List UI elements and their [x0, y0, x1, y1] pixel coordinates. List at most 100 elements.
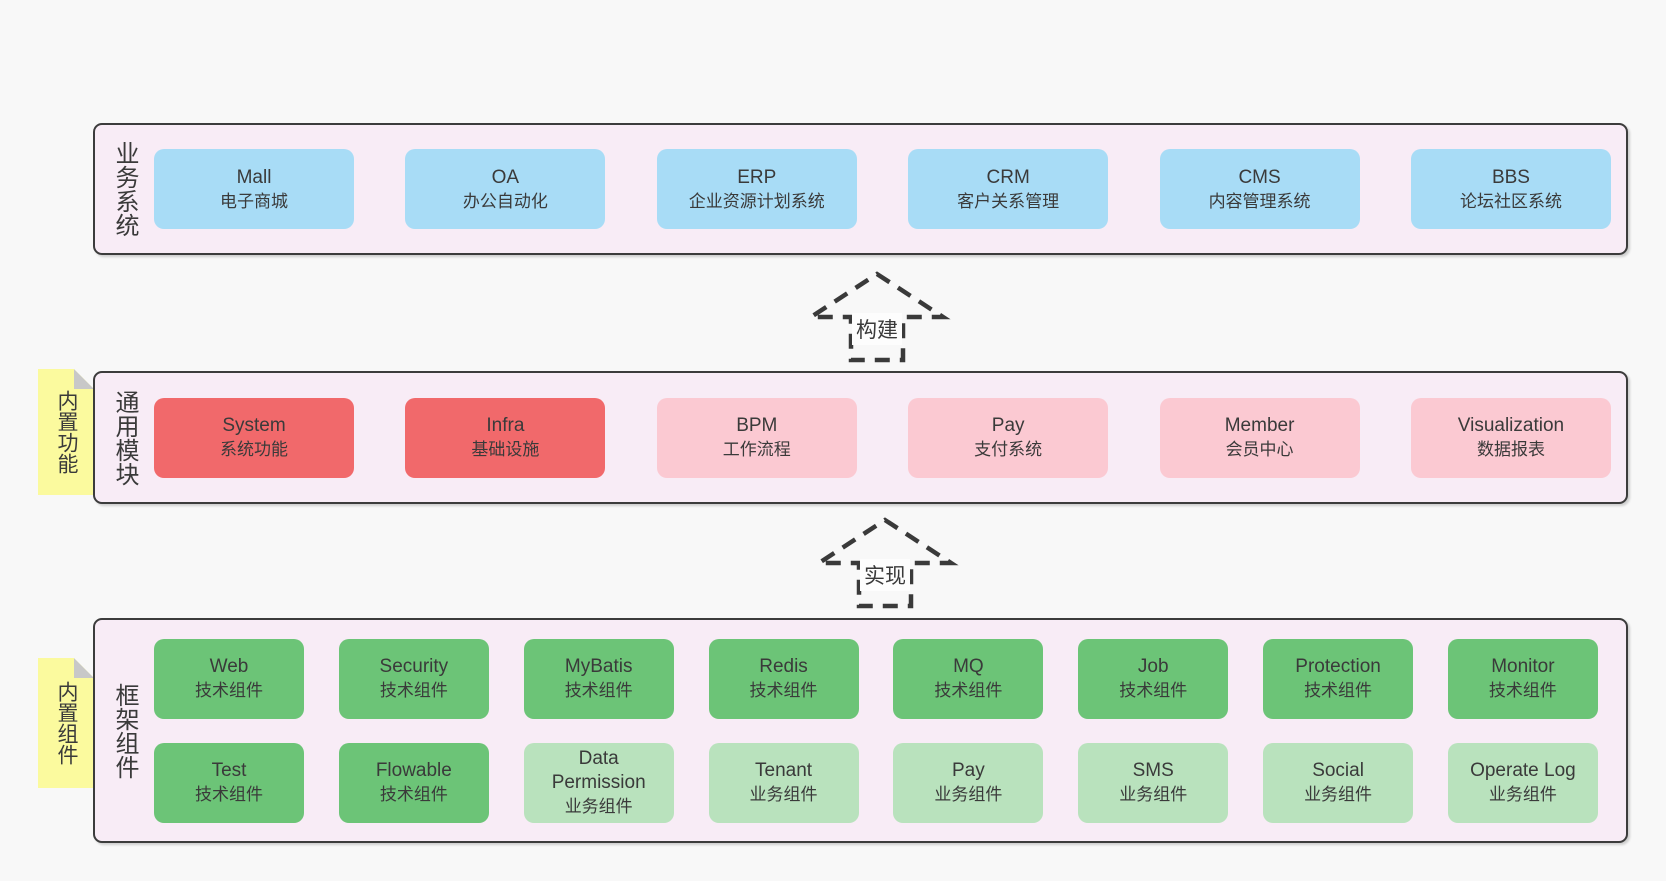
box-name: Social [1312, 759, 1364, 781]
box-name: Monitor [1491, 655, 1555, 677]
box-name: MyBatis [564, 655, 633, 677]
box-test: Test 技术组件 [154, 742, 304, 823]
box-protection: Protection 技术组件 [1263, 638, 1414, 719]
box-name: Web [209, 655, 249, 677]
box-name: MQ [953, 655, 984, 677]
box-name: Test [211, 759, 247, 781]
box-desc: 技术组件 [379, 680, 448, 700]
box-name: BPM [736, 415, 778, 436]
box-name: BBS [1491, 166, 1530, 188]
box-name: Operate Log [1470, 759, 1576, 781]
box-cms: CMS 内容管理系统 [1159, 149, 1360, 229]
box-name: Pay [991, 415, 1025, 436]
box-name: Data Permission [551, 747, 646, 793]
box-desc: 业务组件 [564, 796, 633, 816]
panel-label-framework: 框架组件 [95, 620, 154, 841]
box-visualization: Visualization 数据报表 [1410, 397, 1611, 478]
box-desc: 技术组件 [379, 784, 448, 804]
box-desc: 工作流程 [722, 440, 791, 459]
box-erp: ERP 企业资源计划系统 [656, 149, 857, 229]
box-oa: OA 办公自动化 [405, 149, 606, 229]
box-web: Web 技术组件 [154, 638, 304, 719]
box-desc: 技术组件 [1488, 680, 1557, 700]
box-name: Job [1137, 655, 1169, 677]
box-desc: 业务组件 [934, 784, 1003, 804]
box-system: System 系统功能 [154, 397, 354, 478]
box-bpm: BPM 工作流程 [656, 397, 857, 478]
box-mall: Mall 电子商城 [154, 149, 354, 229]
box-desc: 会员中心 [1225, 440, 1294, 459]
box-security: Security 技术组件 [338, 638, 489, 719]
box-name: Protection [1295, 655, 1381, 677]
box-name: ERP [737, 166, 777, 188]
panel-label-text: 业务系统 [111, 141, 138, 237]
box-desc: 技术组件 [564, 680, 633, 700]
box-name: Member [1224, 415, 1295, 436]
box-monitor: Monitor 技术组件 [1447, 638, 1598, 719]
box-name: Pay [952, 759, 985, 781]
box-redis: Redis 技术组件 [708, 638, 859, 719]
modules-boxes-row: System 系统功能 Infra 基础设施 BPM 工作流程 Pay 支付系统… [154, 373, 1626, 502]
box-desc: 技术组件 [934, 680, 1003, 700]
sticky-label: 内置功能 [55, 390, 78, 474]
box-operate-log: Operate Log 业务组件 [1447, 742, 1598, 823]
box-desc: 技术组件 [749, 680, 818, 700]
box-pay-business: Pay 业务组件 [893, 742, 1044, 823]
box-social: Social 业务组件 [1263, 742, 1414, 823]
box-pay: Pay 支付系统 [908, 397, 1109, 478]
box-name: OA [491, 166, 520, 188]
box-bbs: BBS 论坛社区系统 [1410, 149, 1611, 229]
box-infra: Infra 基础设施 [405, 397, 606, 478]
panel-label-business: 业务系统 [95, 125, 154, 253]
panel-label-modules: 通用模块 [95, 373, 154, 502]
build-arrow-label: 构建 [852, 313, 902, 345]
panel-business-systems: 业务系统 Mall 电子商城 OA 办公自动化 ERP 企业资源计划系统 CRM… [93, 123, 1628, 255]
box-desc: 业务组件 [1304, 784, 1373, 804]
box-name: SMS [1132, 759, 1174, 781]
box-desc: 数据报表 [1476, 440, 1545, 459]
sticky-note-builtin-functions: 内置功能 [38, 369, 94, 495]
box-desc: 企业资源计划系统 [688, 191, 825, 211]
up-arrow-icon [803, 271, 951, 363]
box-desc: 技术组件 [1119, 680, 1188, 700]
box-name: Security [379, 655, 449, 677]
box-name: System [222, 415, 286, 436]
box-name: CMS [1238, 166, 1281, 188]
box-mq: MQ 技术组件 [893, 638, 1044, 719]
box-name: Infra [486, 415, 525, 436]
panel-label-text: 通用模块 [111, 389, 138, 486]
box-crm: CRM 客户关系管理 [908, 149, 1109, 229]
box-tenant: Tenant 业务组件 [708, 742, 859, 823]
box-member: Member 会员中心 [1159, 397, 1360, 478]
box-desc: 电子商城 [220, 191, 288, 211]
box-name: Redis [759, 655, 808, 677]
box-desc: 技术组件 [195, 680, 263, 700]
box-desc: 客户关系管理 [957, 191, 1060, 211]
business-boxes-row: Mall 电子商城 OA 办公自动化 ERP 企业资源计划系统 CRM 客户关系… [154, 125, 1626, 253]
box-desc: 办公自动化 [462, 191, 548, 211]
box-data-permission: Data Permission 业务组件 [523, 742, 674, 823]
box-desc: 技术组件 [1304, 680, 1373, 700]
panel-label-text: 框架组件 [111, 682, 138, 779]
box-desc: 业务组件 [1119, 784, 1188, 804]
sticky-label: 内置组件 [55, 681, 78, 765]
box-desc: 论坛社区系统 [1459, 191, 1562, 211]
box-name: Visualization [1457, 415, 1565, 436]
box-desc: 系统功能 [220, 440, 288, 459]
panel-common-modules: 通用模块 System 系统功能 Infra 基础设施 BPM 工作流程 Pay… [93, 371, 1628, 504]
implement-arrow: 实现 [810, 517, 960, 609]
box-mybatis: MyBatis 技术组件 [523, 638, 674, 719]
box-flowable: Flowable 技术组件 [338, 742, 489, 823]
up-arrow-icon [811, 517, 959, 609]
box-desc: 支付系统 [974, 440, 1043, 459]
implement-arrow-label: 实现 [860, 559, 910, 591]
framework-boxes-rows: Web 技术组件 Security 技术组件 MyBatis 技术组件 Redi… [154, 620, 1626, 841]
build-arrow: 构建 [802, 271, 952, 363]
box-name: CRM [986, 166, 1030, 188]
box-desc: 业务组件 [749, 784, 818, 804]
panel-framework-components: 框架组件 Web 技术组件 Security 技术组件 MyBatis 技术组件… [93, 618, 1628, 843]
framework-row-1: Web 技术组件 Security 技术组件 MyBatis 技术组件 Redi… [154, 638, 1598, 719]
box-desc: 业务组件 [1488, 784, 1557, 804]
box-desc: 内容管理系统 [1208, 191, 1311, 211]
